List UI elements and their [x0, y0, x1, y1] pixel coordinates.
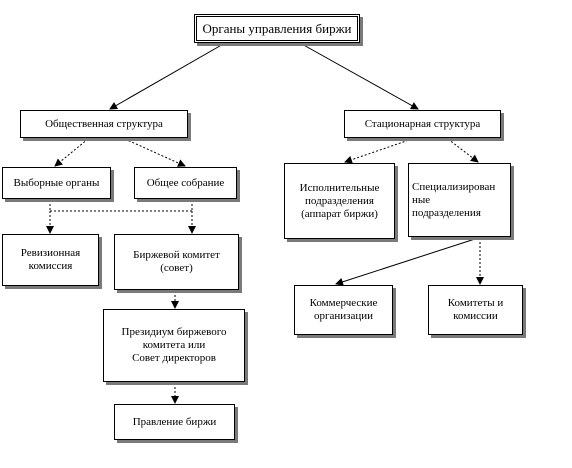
node-general-assembly: Общее собрание — [134, 167, 237, 199]
node-exchange-board: Правление биржи — [114, 404, 235, 440]
node-committees-and-commissions: Комитеты и комиссии — [428, 285, 523, 335]
node-root: Органы управления биржи — [194, 14, 360, 43]
edge-root-public — [109, 42, 226, 110]
node-audit-commission: Ревизионная комиссия — [2, 234, 99, 286]
node-specialized-divisions: Специализирован ные подразделения — [408, 163, 511, 237]
edge-stationary-executive — [344, 138, 413, 164]
node-executive-divisions: Исполнительные подразделения (аппарат би… — [284, 163, 395, 239]
edge-stationary-specialized — [447, 138, 479, 163]
edge-root-stationary — [299, 42, 419, 110]
edge-specialized-commercial — [335, 237, 479, 286]
node-public-structure: Общественная структура — [20, 110, 188, 138]
edge-public-elective — [54, 138, 89, 167]
edge-public-assembly — [124, 138, 186, 167]
node-commercial-organizations: Коммерческие организации — [294, 285, 393, 335]
node-presidium: Президиум биржевого комитета или Совет д… — [103, 309, 245, 382]
node-elective-bodies: Выборные органы — [2, 167, 111, 199]
node-stationary-structure: Стационарная структура — [344, 110, 501, 138]
node-exchange-committee: Биржевой комитет (совет) — [114, 234, 239, 290]
